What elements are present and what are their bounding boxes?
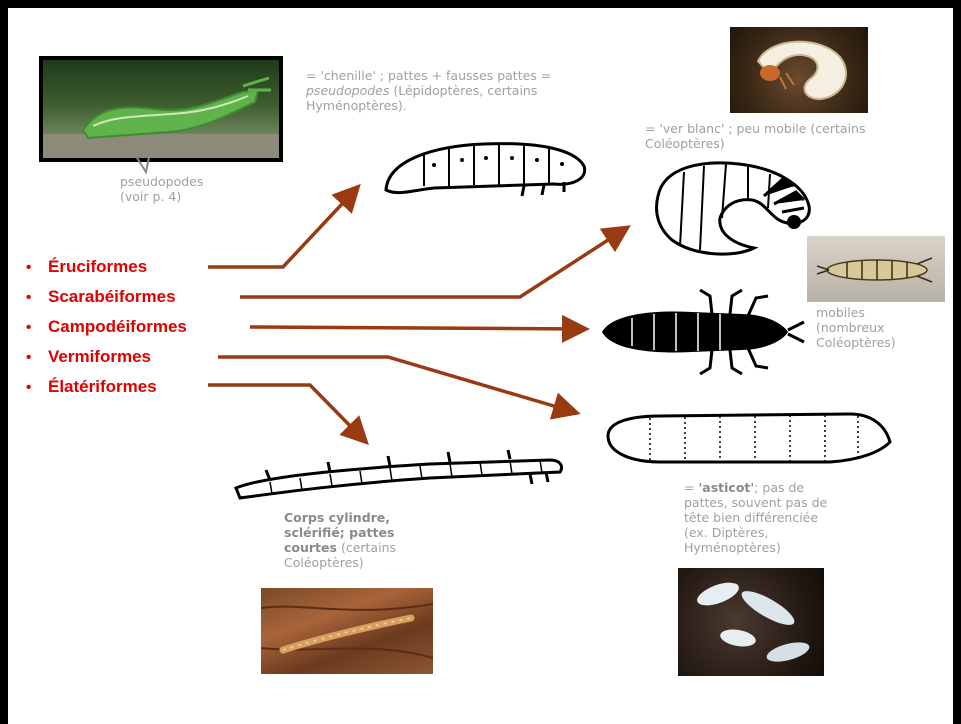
category-label: Scarabéiformes: [48, 287, 176, 306]
bullet-3: •: [26, 319, 48, 336]
scarabeiforme-note: = 'ver blanc' ; peu mobile (certains Col…: [645, 121, 865, 151]
category-elateriformes: •Élatériformes: [26, 377, 157, 397]
maggot-photo: [678, 568, 824, 676]
note-line: = 'ver blanc' ; peu mobile (certains: [645, 121, 865, 136]
category-label: Éruciformes: [48, 257, 147, 276]
bullet-2: •: [26, 289, 48, 306]
wireworm-photo: [261, 588, 433, 674]
note-line: = 'chenille' ; pattes + fausses pattes =: [306, 68, 551, 83]
category-campodeiformes: •Campodéiformes: [26, 317, 187, 337]
elateriform-drawing: [230, 442, 570, 506]
bullet-1: •: [26, 259, 48, 276]
note-line: Coléoptères): [816, 335, 896, 350]
note-line: (Lépidoptères, certains: [389, 83, 537, 98]
scarabaeiform-drawing: [644, 156, 824, 266]
arrow-elateriformes: [208, 385, 364, 440]
bullet-5: •: [26, 379, 48, 396]
note-line: (ex. Diptères,: [684, 525, 827, 540]
note-line: (nombreux: [816, 320, 896, 335]
note-line: pattes, souvent pas de: [684, 495, 827, 510]
arrow-scarabeiformes: [240, 229, 625, 297]
eruciforme-note: = 'chenille' ; pattes + fausses pattes =…: [306, 68, 551, 113]
category-label: Campodéiformes: [48, 317, 187, 336]
arrow-eruciformes: [208, 189, 356, 267]
note-line: (certains: [337, 540, 396, 555]
category-scarabeiformes: •Scarabéiformes: [26, 287, 176, 307]
note-emphasis: Corps cylindre,: [284, 510, 390, 525]
note-line: Coléoptères): [645, 136, 865, 151]
category-vermiformes: •Vermiformes: [26, 347, 151, 367]
note-line: Hyménoptères): [684, 540, 827, 555]
note-emphasis: pseudopodes: [306, 83, 389, 98]
note-line: (voir p. 4): [120, 189, 203, 204]
vermiform-drawing: [600, 406, 900, 472]
arrow-campodeiformes: [250, 327, 583, 329]
eruciform-drawing: [374, 130, 604, 210]
pseudopodes-note: pseudopodes (voir p. 4): [120, 174, 203, 204]
note-emphasis: sclérifié; pattes: [284, 525, 394, 540]
note-line: ; pas de: [754, 480, 804, 495]
bullet-4: •: [26, 349, 48, 366]
note-line: pseudopodes: [120, 174, 203, 189]
note-line: mobiles: [816, 305, 896, 320]
note-line: tête bien différenciée: [684, 510, 827, 525]
note-emphasis: 'asticot': [698, 480, 754, 495]
caterpillar-photo: [39, 56, 283, 162]
campodeiforme-note: mobiles (nombreux Coléoptères): [816, 305, 896, 350]
note-line: Hyménoptères).: [306, 98, 551, 113]
note-line: =: [684, 480, 698, 495]
slide: •Éruciformes •Scarabéiformes •Campodéifo…: [8, 8, 953, 724]
white-grub-photo: [730, 27, 868, 113]
campodeiform-drawing: [592, 286, 807, 376]
vermiforme-note: = 'asticot'; pas de pattes, souvent pas …: [684, 480, 827, 555]
campodeiform-larva-photo: [807, 236, 945, 302]
note-emphasis: courtes: [284, 540, 337, 555]
category-eruciformes: •Éruciformes: [26, 257, 147, 277]
elateriforme-note: Corps cylindre, sclérifié; pattes courte…: [284, 510, 396, 570]
note-line: Coléoptères): [284, 555, 396, 570]
category-label: Vermiformes: [48, 347, 151, 366]
category-label: Élatériformes: [48, 377, 157, 396]
